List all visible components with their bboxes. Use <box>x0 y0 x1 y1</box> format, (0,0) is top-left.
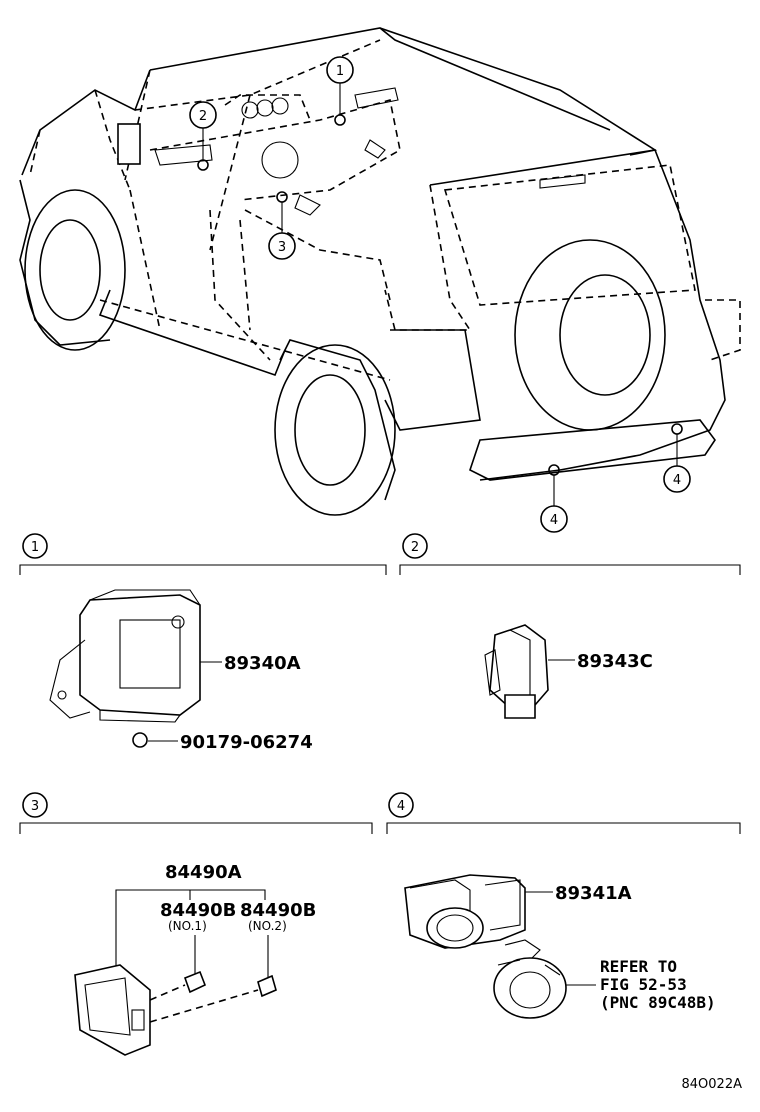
callout-2-location: 2 <box>189 101 217 171</box>
ecu-illustration <box>49 589 201 748</box>
section-1-number: 1 <box>31 540 39 555</box>
refer-line-2: FIG 52-53 <box>600 975 687 994</box>
section-3-number: 3 <box>31 799 39 814</box>
switch-illustration <box>74 964 277 1056</box>
part-number-89341A: 89341A <box>555 883 632 904</box>
part-number-84490B-2: 84490B <box>240 900 316 921</box>
section-4-header: 4 <box>386 792 741 834</box>
callout-4-location-right: 4 <box>663 423 691 493</box>
figure-code: 84O022A <box>682 1077 743 1092</box>
part-number-89343C: 89343C <box>577 651 653 672</box>
part-number-84490A: 84490A <box>165 862 242 883</box>
callout-3-location: 3 <box>268 191 296 260</box>
buzzer-illustration <box>484 624 549 719</box>
section-1-header: 1 <box>19 533 387 575</box>
callout-4-location-left: 4 <box>540 464 568 533</box>
refer-line-1: REFER TO <box>600 957 677 976</box>
part-number-89340A: 89340A <box>224 653 301 674</box>
refer-line-3: (PNC 89C48B) <box>600 993 716 1012</box>
callout-1-location: 1 <box>326 56 354 126</box>
part-number-84490B-1: 84490B <box>160 900 236 921</box>
section-2-number: 2 <box>411 540 419 555</box>
section-4-number: 4 <box>397 799 405 814</box>
section-2-header: 2 <box>399 533 741 575</box>
callout-4-number-left: 4 <box>550 513 558 528</box>
callout-2-number: 2 <box>199 109 207 124</box>
section-3-header: 3 <box>19 792 373 834</box>
callout-3-number: 3 <box>278 240 286 255</box>
label-no2: (NO.2) <box>248 919 287 933</box>
sensor-illustration <box>404 874 567 1019</box>
label-no1: (NO.1) <box>168 919 207 933</box>
vehicle-illustration <box>19 27 741 516</box>
callout-1-number: 1 <box>336 64 344 79</box>
part-number-90179-06274: 90179-06274 <box>180 732 313 753</box>
callout-4-number-right: 4 <box>673 473 681 488</box>
